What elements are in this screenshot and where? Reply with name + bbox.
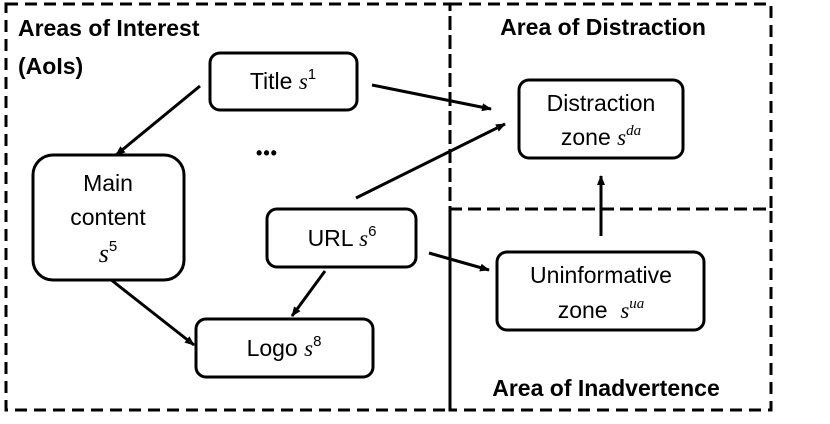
node-distraction-zone-line1: Distraction [547, 90, 656, 116]
arrow-title-to-main-content [115, 84, 201, 157]
more-nodes-ellipsis: ••• [256, 143, 278, 163]
node-distraction-zone-line2: zone sda [561, 123, 641, 150]
areas-of-interest-title: Areas of Interest [18, 15, 200, 41]
node-distraction-zone: Distraction zone sda [517, 78, 685, 160]
node-title-label: Title s1 [250, 66, 316, 94]
node-url: URL s6 [265, 207, 418, 269]
area-of-inadvertence-region [448, 207, 773, 412]
areas-of-interest-abbrev: (AoIs) [18, 53, 83, 79]
node-logo-label: Logo s8 [247, 333, 322, 361]
node-main-content: Main content s5 [31, 153, 186, 282]
node-main-content-symbol: s5 [99, 238, 117, 268]
node-main-content-line1: Main [83, 170, 133, 196]
node-title: Title s1 [208, 51, 359, 112]
area-of-inadvertence-title: Area of Inadvertence [492, 375, 720, 401]
arrow-url-to-logo [290, 270, 327, 317]
node-main-content-line2: content [70, 204, 146, 230]
node-url-label: URL s6 [308, 223, 377, 251]
node-uninformative-zone-line2: zone sua [558, 296, 645, 323]
arrow-main-content-to-logo [109, 277, 195, 347]
areas-of-interest-region [4, 2, 452, 412]
area-of-distraction-title: Area of Distraction [500, 14, 706, 40]
node-logo: Logo s8 [194, 317, 375, 379]
arrow-title-to-distraction-zone [371, 83, 492, 112]
arrow-url-to-uninformative-zone [428, 251, 490, 272]
arrow-url-to-distraction-zone [355, 122, 506, 200]
node-uninformative-zone-line1: Uninformative [530, 262, 672, 288]
node-uninformative-zone: Uninformative zone sua [495, 250, 706, 332]
